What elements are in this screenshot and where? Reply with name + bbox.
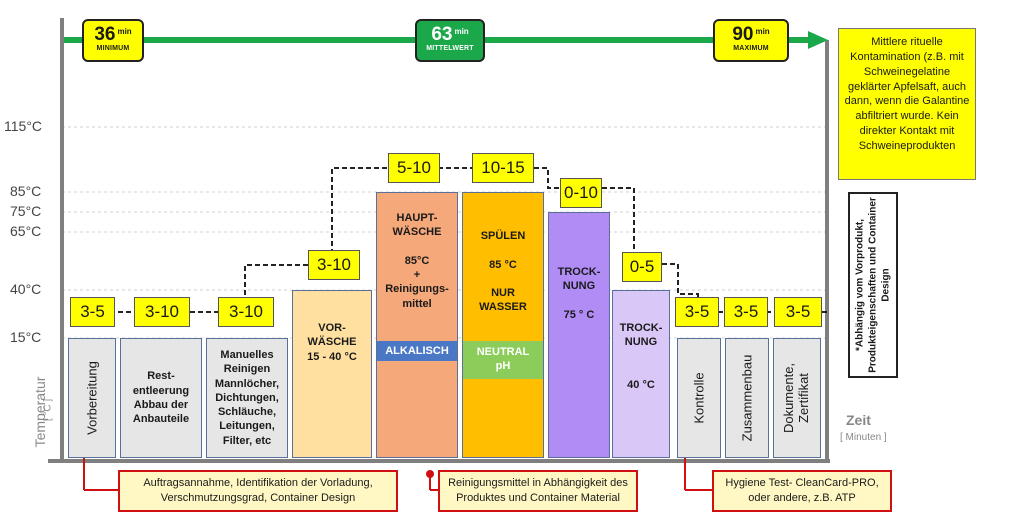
time-arrow-head <box>808 31 828 49</box>
step-spuelen: SPÜLEN 85 °C NUR WASSER NEUTRAL pH <box>462 192 544 458</box>
y-axis-unit: [ °C ] <box>42 398 54 422</box>
duration-label: 0-5 <box>622 252 662 282</box>
x-axis-title: Zeit <box>846 412 871 428</box>
duration-label: 3-10 <box>134 297 190 327</box>
temp-label: 85°C <box>10 183 42 199</box>
step-vorbereitung: Vorbereitung <box>68 338 116 458</box>
duration-label: 3-5 <box>724 297 768 327</box>
step-dokumente: Dokumente, Zertifikat <box>773 338 821 458</box>
step-label: Kontrolle <box>691 372 707 424</box>
step-label: Manuelles Reinigen Mannlöcher, Dichtunge… <box>214 348 280 447</box>
step-label: SPÜLEN 85 °C NUR WASSER <box>479 230 527 314</box>
temp-label: 65°C <box>10 223 42 239</box>
step-label: Zusammenbau <box>739 354 755 442</box>
contamination-note: Mittlere rituelle Kontamination (z.B. mi… <box>838 28 976 180</box>
marker-value: 63 <box>431 24 453 45</box>
duration-label: 3-5 <box>774 297 822 327</box>
step-label: Rest- entleerung Abbau der Anbauteile <box>132 370 190 426</box>
step-vorwaesche: VOR- WÄSCHE 15 - 40 °C <box>292 290 372 458</box>
badge-neutral-ph: NEUTRAL pH <box>463 341 543 379</box>
step-zusammenbau: Zusammenbau <box>725 338 769 458</box>
marker-unit: min <box>117 27 132 36</box>
step-manuelles-reinigen: Manuelles Reinigen Mannlöcher, Dichtunge… <box>206 338 288 458</box>
dependency-note-text: *Abhängig vom Vorprodukt, Produkteigensc… <box>854 197 892 373</box>
step-label: TROCK- NUNG 75 ° C <box>557 266 601 321</box>
temp-label: 15°C <box>10 329 42 345</box>
step-hauptwaesche: HAUPT- WÄSCHE 85°C + Reinigungs- mittel … <box>376 192 458 458</box>
duration-label: 3-10 <box>308 250 360 280</box>
duration-label: 0-10 <box>560 178 602 208</box>
marker-label: MINIMUM <box>96 45 130 52</box>
temp-label: 75°C <box>10 203 42 219</box>
marker-value: 36 <box>94 24 116 45</box>
duration-label: 3-10 <box>218 297 274 327</box>
step-label: VOR- WÄSCHE 15 - 40 °C <box>307 322 357 363</box>
duration-label: 3-5 <box>675 297 719 327</box>
callout-auftragsannahme: Auftragsannahme, Identifikation der Vorl… <box>118 470 398 512</box>
step-kontrolle: Kontrolle <box>677 338 721 458</box>
step-label: HAUPT- WÄSCHE 85°C + Reinigungs- mittel <box>385 212 449 310</box>
step-label: TROCK- NUNG 40 °C <box>619 322 663 392</box>
y-axis-unit-wrap: [ °C ] <box>38 380 58 440</box>
duration-label: 10-15 <box>472 153 534 183</box>
marker-unit: min <box>454 27 469 36</box>
step-trocknung-75: TROCK- NUNG 75 ° C <box>548 212 610 458</box>
step-label: Dokumente, Zertifikat <box>781 362 811 434</box>
marker-label: MITTELWERT <box>426 45 474 52</box>
duration-label: 3-5 <box>70 297 115 327</box>
step-restentleerung: Rest- entleerung Abbau der Anbauteile <box>120 338 202 458</box>
temp-label: 115°C <box>4 118 43 134</box>
temp-label: 40°C <box>10 281 42 297</box>
callout-reinigungsmittel: Reinigungsmittel in Abhängigkeit des Pro… <box>438 470 638 512</box>
step-trocknung-40: TROCK- NUNG 40 °C <box>612 290 670 458</box>
x-axis-unit: [ Minuten ] <box>840 432 887 443</box>
dependency-note: *Abhängig vom Vorprodukt, Produkteigensc… <box>848 192 898 378</box>
badge-alkalisch: ALKALISCH <box>377 341 457 361</box>
marker-label: MAXIMUM <box>733 45 769 52</box>
step-label: Vorbereitung <box>84 361 100 435</box>
marker-unit: min <box>755 27 770 36</box>
duration-label: 5-10 <box>388 153 440 183</box>
callout-hygiene-test: Hygiene Test- CleanCard-PRO, oder andere… <box>712 470 892 512</box>
marker-value: 90 <box>732 24 754 45</box>
